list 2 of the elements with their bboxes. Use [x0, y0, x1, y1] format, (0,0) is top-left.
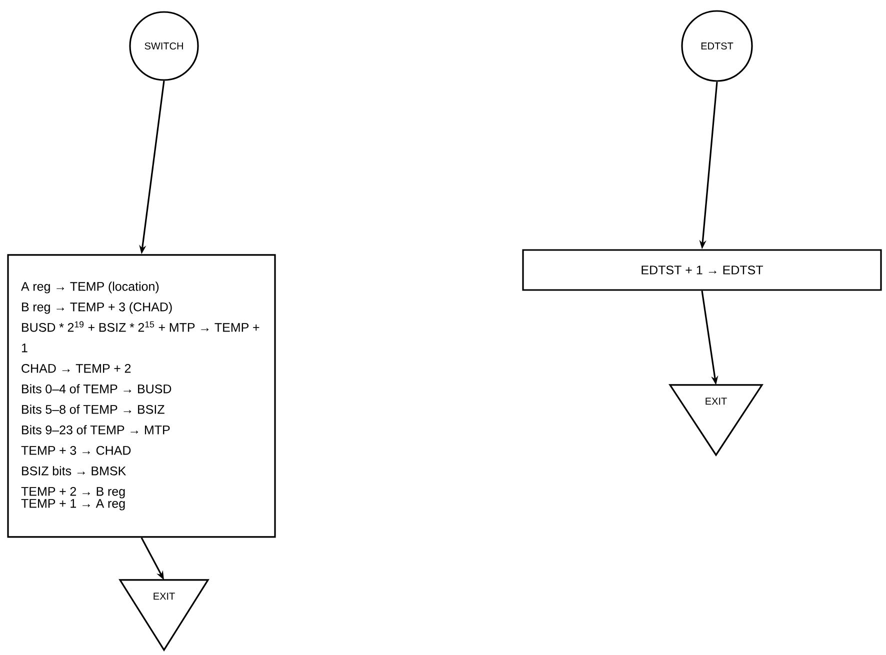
process-box: A reg → TEMP (location) B reg → TEMP + 3 (CHAD) BUSD * 2$^{19}$ + BSIZ * 2$^{15}$ + MTP → TEMP + 1 CHAD → TEMP + 2 Bits 0–4 of TEMP → BUSD Bits 5–8 of TEMP → BSIZ Bits 9–23 of TEMP → MTP TEMP + 3 → CHAD BSIZ bits → BMSK TEMP + 2 → B reg TEMP + 1 → A reg: [7, 254, 276, 538]
process-box: EDTST + 1 → EDTST: [522, 249, 882, 291]
